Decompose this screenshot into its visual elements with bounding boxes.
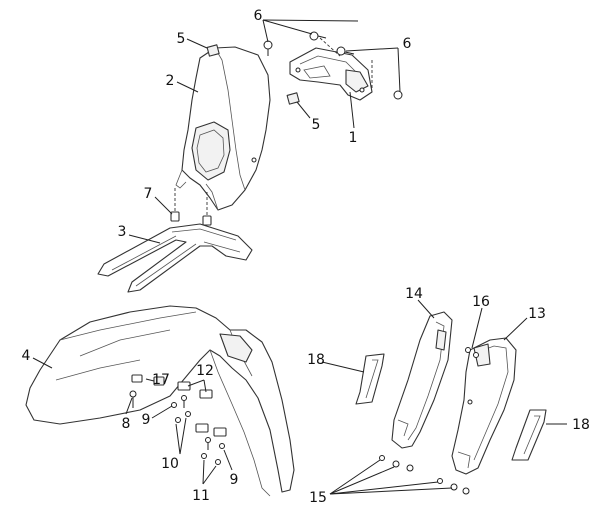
part-front-mudguard xyxy=(25,305,295,497)
callout-17: 17 xyxy=(152,372,170,388)
screw-set-9-10-11 xyxy=(171,395,225,465)
callout-18-right: 18 xyxy=(572,417,590,433)
callout-7: 7 xyxy=(144,186,153,202)
screw-set-16 xyxy=(465,347,479,358)
callout-11: 11 xyxy=(192,488,210,504)
callout-5-lower: 5 xyxy=(312,117,321,133)
callout-5-top: 5 xyxy=(177,31,186,47)
leader-lines xyxy=(32,19,567,495)
callout-4: 4 xyxy=(22,348,31,364)
callout-14: 14 xyxy=(405,286,423,302)
callout-15: 15 xyxy=(309,490,327,506)
part-reflector-right xyxy=(511,409,547,461)
callout-8: 8 xyxy=(122,416,131,432)
callout-16: 16 xyxy=(472,294,490,310)
callout-9-right: 9 xyxy=(230,472,239,488)
hardware-set-12 xyxy=(153,376,227,437)
screw-8 xyxy=(129,390,137,408)
part-clip-17 xyxy=(131,374,143,383)
callout-6-right: 6 xyxy=(403,36,412,52)
callout-13: 13 xyxy=(528,306,546,322)
part-fork-guard-left xyxy=(391,311,453,449)
nut-set-5 xyxy=(206,44,300,105)
part-lower-panel xyxy=(97,223,253,293)
grommet-set-7 xyxy=(170,188,212,226)
callout-1: 1 xyxy=(349,130,358,146)
callout-12: 12 xyxy=(196,363,214,379)
screw-set-15 xyxy=(379,455,470,495)
screw-set-6 xyxy=(263,31,403,100)
callout-2: 2 xyxy=(166,73,175,89)
callout-3: 3 xyxy=(118,224,127,240)
callout-9-left: 9 xyxy=(142,412,151,428)
part-fork-guard-right xyxy=(451,337,517,475)
callout-labels: 1 2 3 4 5 5 6 6 7 8 9 9 10 11 12 13 14 1… xyxy=(22,8,590,506)
part-headlight-bracket xyxy=(289,47,373,101)
callout-6-left: 6 xyxy=(254,8,263,24)
callout-18-left: 18 xyxy=(307,352,325,368)
part-headlight-fairing xyxy=(175,46,271,211)
callout-10: 10 xyxy=(161,456,179,472)
part-reflector-left xyxy=(355,353,385,405)
